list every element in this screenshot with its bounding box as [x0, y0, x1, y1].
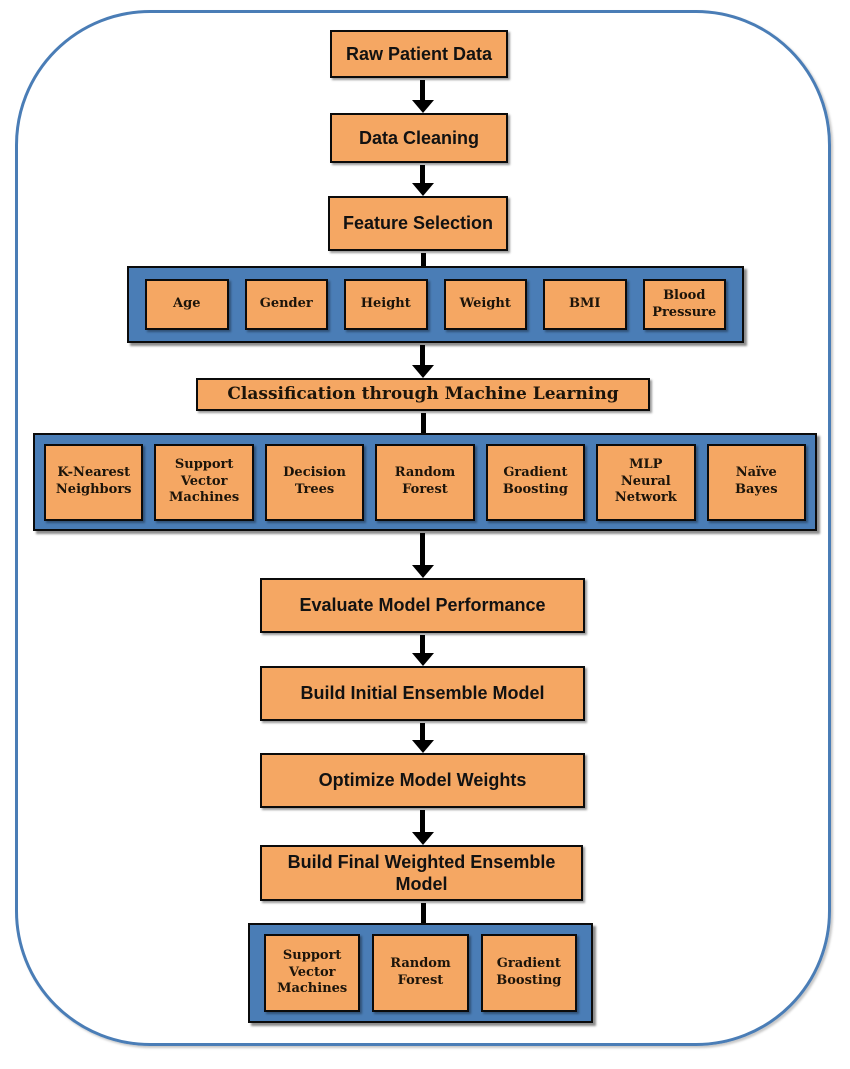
feature-box-age: Age: [145, 279, 229, 330]
flowchart-frame: [15, 10, 831, 1046]
connector-line: [421, 253, 426, 267]
arrow-down-icon: [412, 723, 434, 753]
classifier-box-random-forest: Random Forest: [375, 443, 475, 521]
connector-line: [421, 903, 426, 923]
arrow-down-icon: [412, 345, 434, 378]
classifier-box-gradient-boosting: Gradient Boosting: [485, 443, 586, 521]
classifier-box-mlp-neural-network: MLP Neural Network: [596, 443, 696, 521]
arrow-down-icon: [412, 533, 434, 578]
arrow-down-icon: [412, 635, 434, 666]
ensemble-box-gradient-boosting: Gradient Boosting: [480, 934, 577, 1012]
classifier-box-decision-trees: Decision Trees: [264, 443, 365, 521]
box-evaluate-model-performance: Evaluate Model Performance: [260, 578, 585, 633]
box-classification: Classification through Machine Learning: [196, 378, 650, 411]
final-ensemble-group: Support Vector Machines Random Forest Gr…: [248, 923, 593, 1023]
classifier-box-naive-bayes: Naïve Bayes: [706, 443, 806, 521]
features-group: Age Gender Height Weight BMI Blood Press…: [127, 266, 744, 343]
arrow-down-icon: [412, 165, 434, 196]
feature-box-blood-pressure: Blood Pressure: [642, 279, 726, 330]
box-raw-patient-data: Raw Patient Data: [330, 30, 508, 78]
ensemble-box-support-vector-machines: Support Vector Machines: [264, 934, 361, 1012]
box-data-cleaning: Data Cleaning: [330, 113, 508, 163]
feature-box-gender: Gender: [244, 279, 328, 330]
arrow-down-icon: [412, 810, 434, 845]
classifier-box-support-vector-machines: Support Vector Machines: [154, 443, 254, 521]
box-optimize-model-weights: Optimize Model Weights: [260, 753, 585, 808]
feature-box-weight: Weight: [443, 279, 527, 330]
box-build-initial-ensemble-model: Build Initial Ensemble Model: [260, 666, 585, 721]
feature-box-height: Height: [344, 279, 428, 330]
box-build-final-weighted-ensemble-model: Build Final Weighted Ensemble Model: [260, 845, 583, 901]
ensemble-box-random-forest: Random Forest: [372, 934, 469, 1012]
connector-line: [421, 413, 426, 433]
feature-box-bmi: BMI: [543, 279, 627, 330]
arrow-down-icon: [412, 80, 434, 113]
box-feature-selection: Feature Selection: [328, 196, 508, 251]
classifier-box-k-nearest-neighbors: K-Nearest Neighbors: [44, 443, 144, 521]
classifiers-group: K-Nearest Neighbors Support Vector Machi…: [33, 433, 817, 531]
